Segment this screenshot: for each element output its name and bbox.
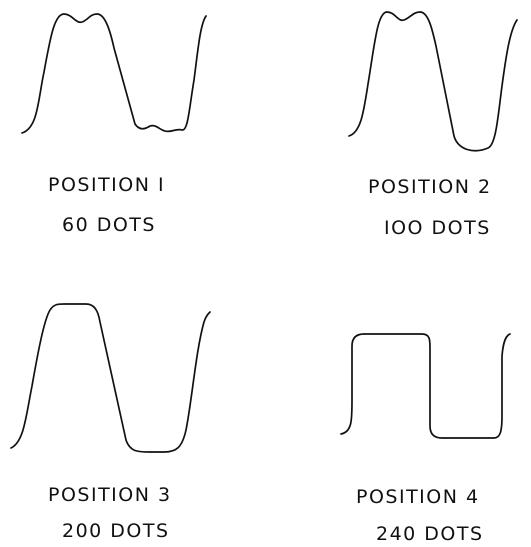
dots-label-4: 240 DOTS (376, 523, 484, 545)
position-label-4: POSITION 4 (356, 486, 480, 508)
dots-label-1: 60 DOTS (62, 214, 156, 236)
waveform-position-3 (10, 303, 211, 453)
waveform-position-2 (348, 11, 518, 152)
position-label-2: POSITION 2 (368, 176, 492, 198)
position-label-3: POSITION 3 (48, 484, 172, 506)
dots-label-3: 200 DOTS (62, 520, 170, 542)
waveform-position-4 (340, 333, 511, 439)
dots-label-2: IOO DOTS (384, 217, 491, 239)
waveform-position-1 (21, 13, 207, 134)
position-label-1: POSITION I (48, 174, 166, 196)
